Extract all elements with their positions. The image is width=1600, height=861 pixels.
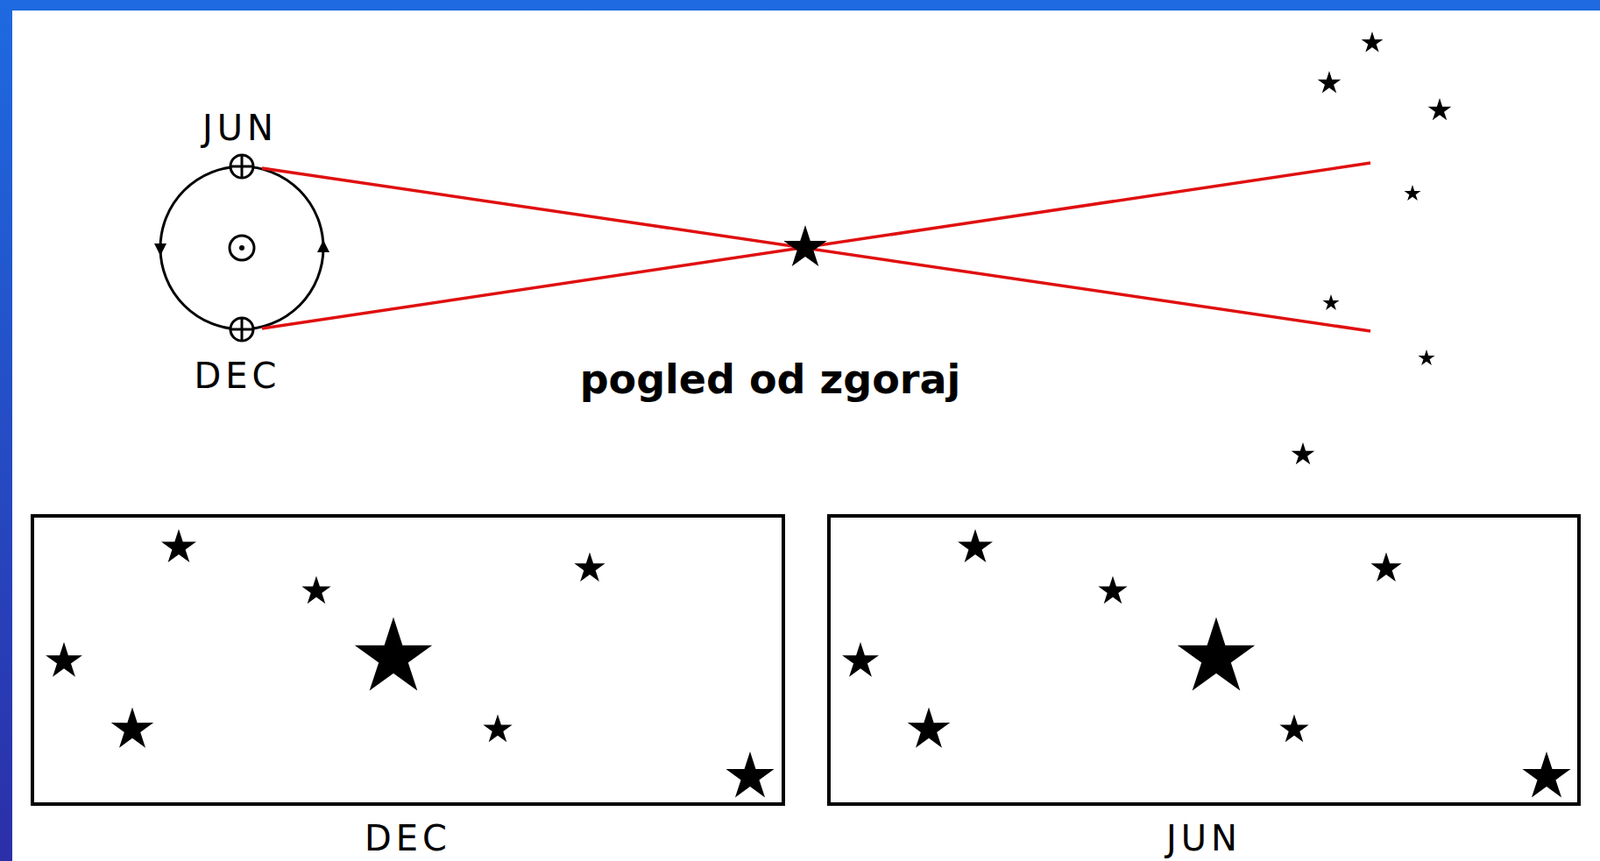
earth-symbol	[230, 155, 254, 178]
distant-stars	[1291, 31, 1452, 465]
month-label: JUN	[202, 107, 278, 149]
orbit-arrow	[317, 240, 330, 253]
near-star	[783, 225, 827, 267]
earth-symbol	[230, 318, 254, 341]
sky-view-panel: DEC	[30, 514, 786, 807]
dec-sky-stars	[45, 529, 775, 798]
sight-line	[261, 162, 1371, 329]
panel-caption: JUN	[1166, 818, 1242, 859]
sun-symbol	[229, 235, 255, 261]
panel-caption: DEC	[364, 818, 452, 859]
sight-line	[261, 168, 1371, 332]
month-label: DEC	[193, 355, 281, 397]
jun-sky-stars	[842, 529, 1572, 798]
view-note: pogled od zgoraj	[580, 356, 962, 404]
orbit-arrow	[154, 243, 167, 256]
sky-view-panel: JUN	[827, 514, 1581, 807]
earth-orbit	[160, 166, 324, 330]
